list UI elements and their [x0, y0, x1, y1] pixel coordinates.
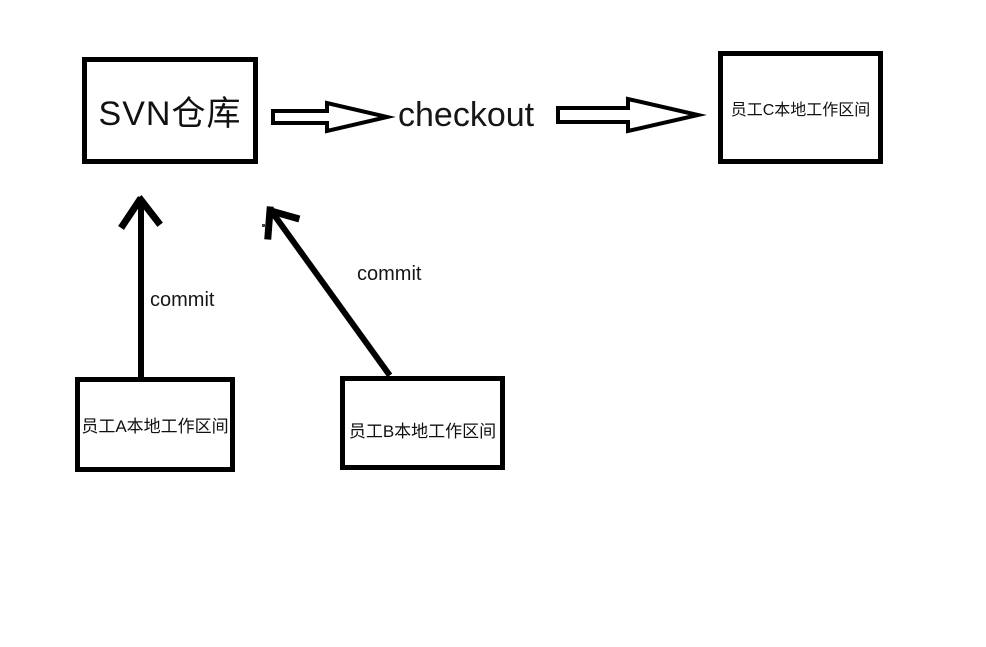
- node-worker-b-label: 员工B本地工作区间: [348, 421, 497, 441]
- node-worker-a: 员工A本地工作区间: [75, 377, 235, 472]
- node-worker-b: 员工B本地工作区间: [340, 376, 505, 470]
- stray-dot-mark: [262, 224, 265, 227]
- checkout-block-arrow-left-icon: [271, 100, 396, 134]
- commit-label-b: commit: [357, 263, 422, 285]
- commit-arrow-b-icon: [264, 206, 393, 378]
- node-worker-c: 员工C本地工作区间: [718, 51, 883, 164]
- node-worker-c-label: 员工C本地工作区间: [730, 101, 871, 119]
- checkout-block-arrow-right-icon: [556, 96, 707, 134]
- node-worker-a-label: 员工A本地工作区间: [81, 417, 229, 436]
- node-svn-repo: SVN仓库: [82, 57, 258, 164]
- commit-label-a: commit: [150, 289, 215, 311]
- node-svn-repo-label: SVN仓库: [98, 95, 242, 133]
- checkout-label: checkout: [398, 96, 535, 134]
- commit-arrow-a-icon: [118, 195, 163, 377]
